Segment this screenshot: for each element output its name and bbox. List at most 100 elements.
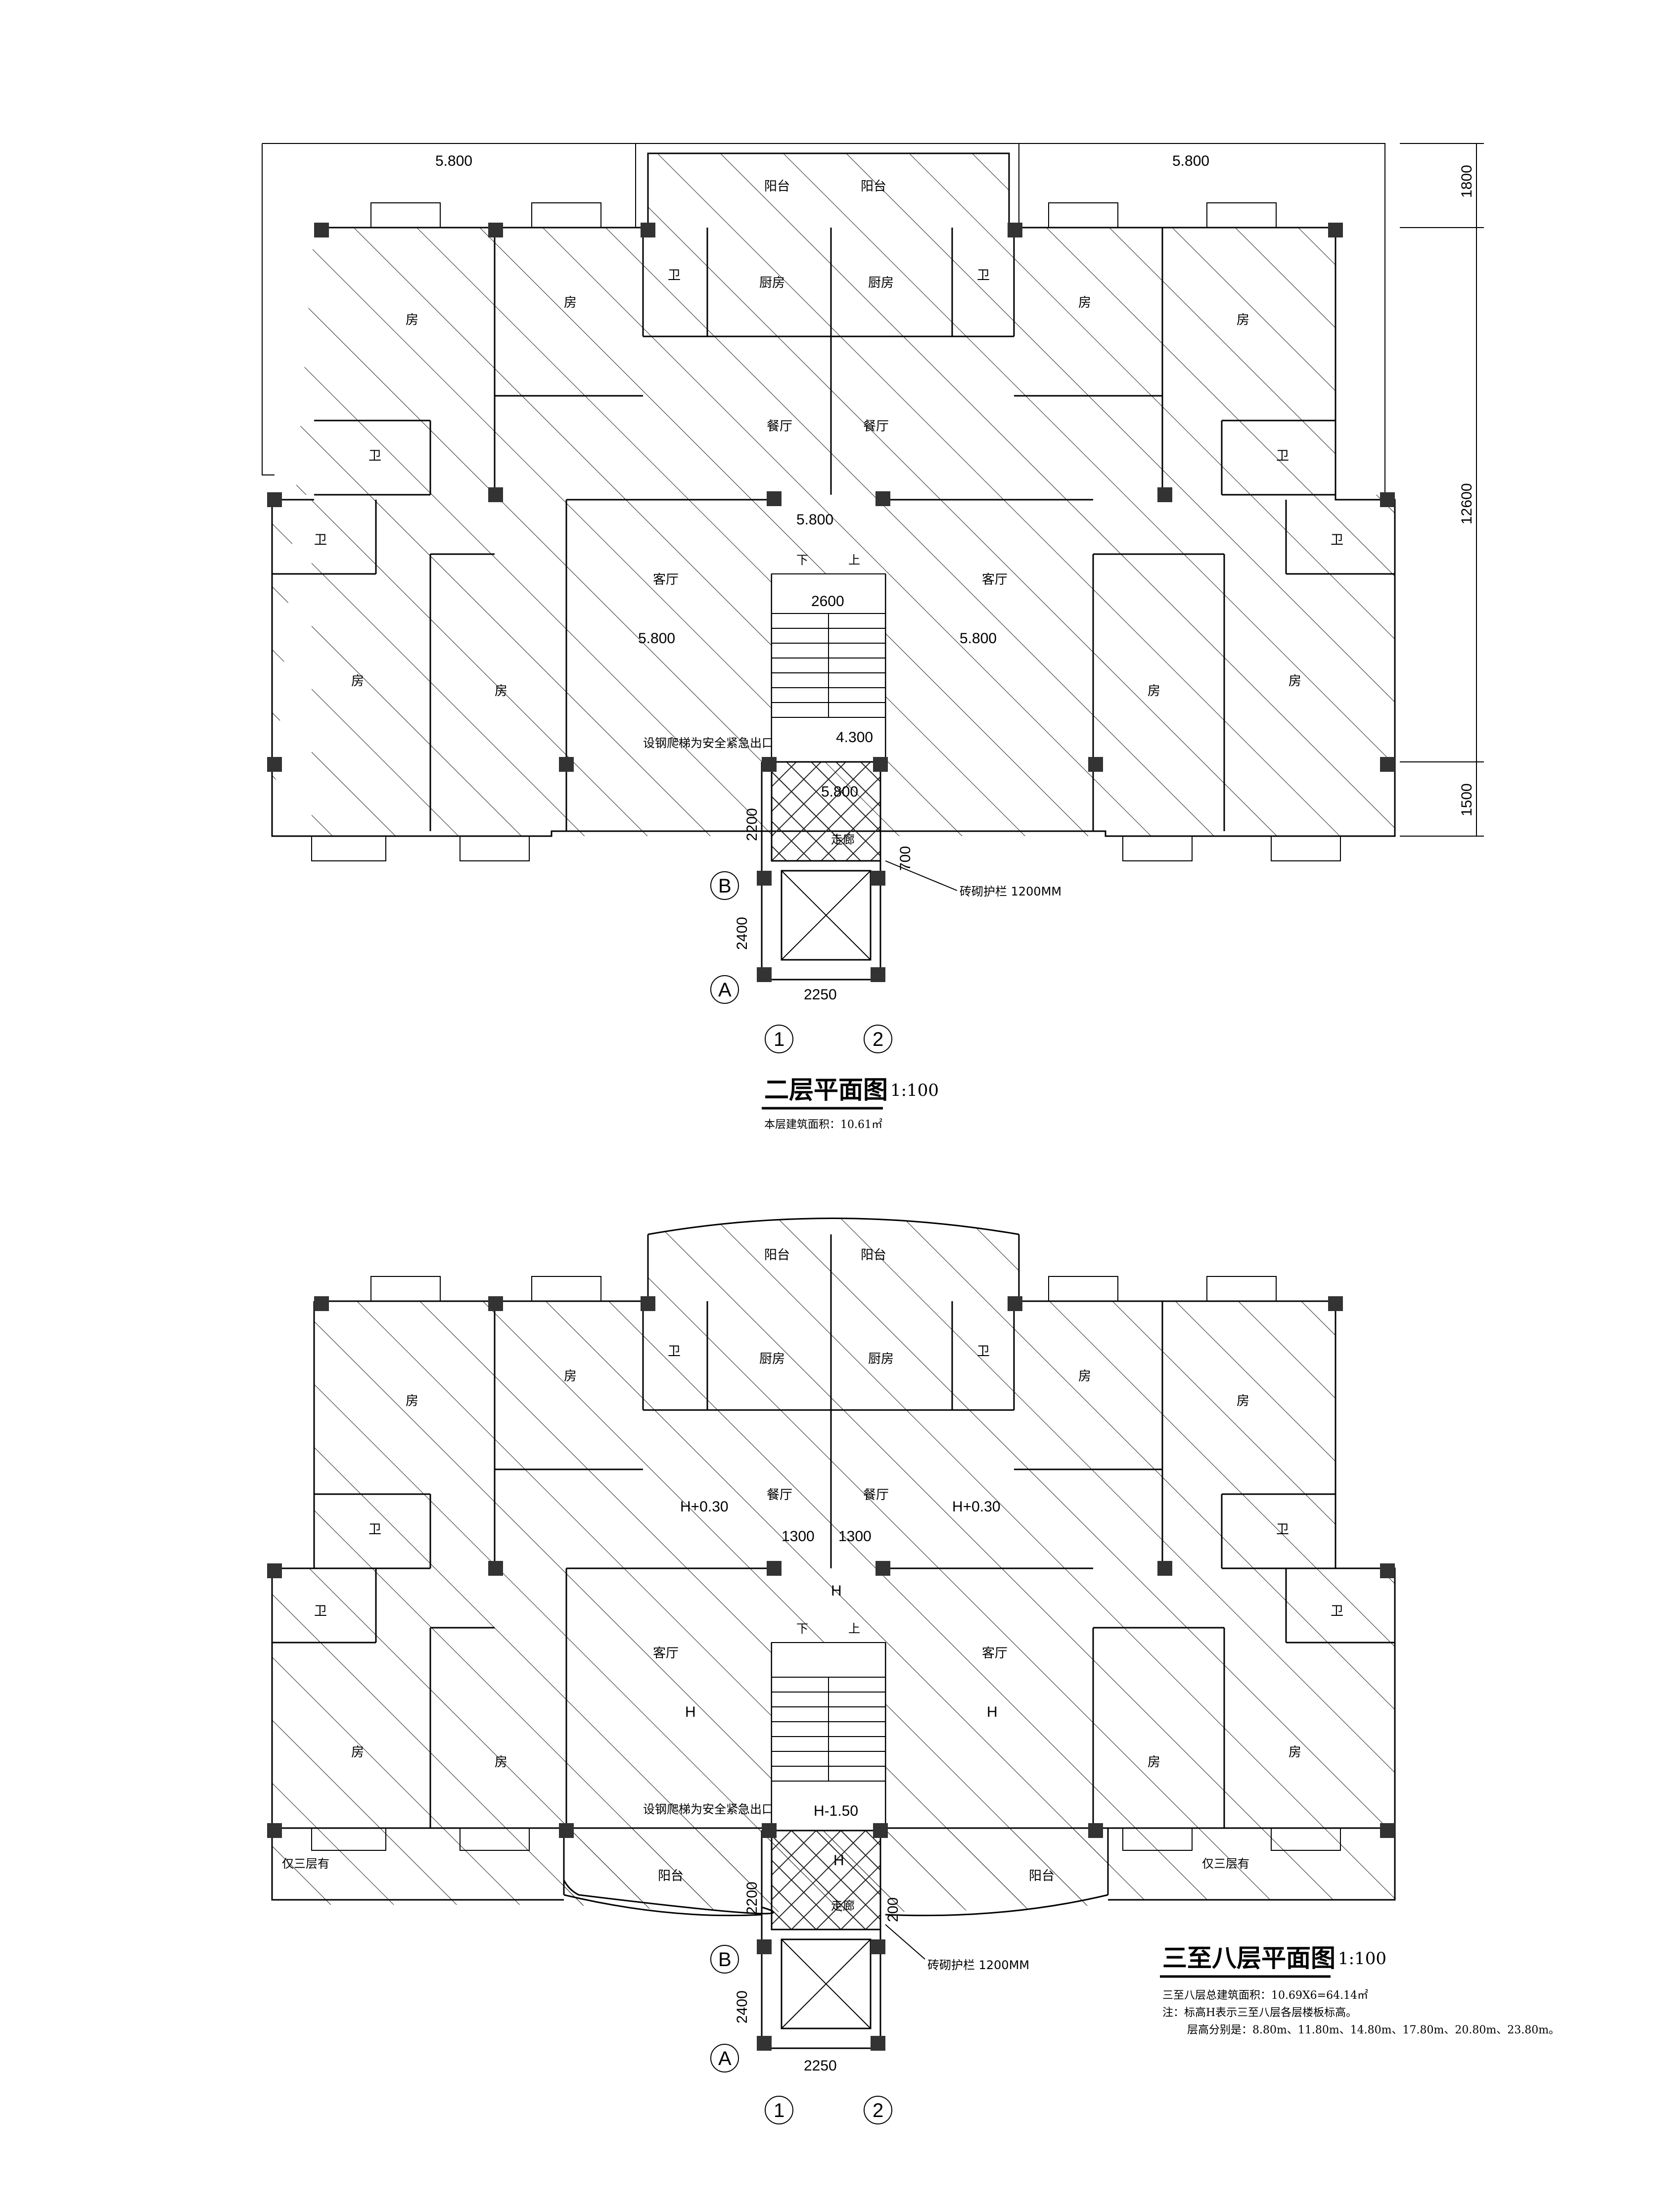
outer-wall: [314, 1234, 649, 1302]
room-bath: 卫: [668, 1344, 681, 1359]
plan-scale: 1:100: [890, 1081, 939, 1100]
room-kitchen: 厨房: [759, 1352, 785, 1366]
dim-1300: 1300: [782, 1528, 815, 1545]
dim-2400: 2400: [734, 1990, 750, 2024]
balcony-arc-bottom-r: [885, 1894, 1108, 1917]
elev-label: H-1.50: [814, 1803, 858, 1819]
room-bedroom: 房: [1078, 295, 1091, 310]
room-bedroom: 房: [1237, 1394, 1249, 1409]
room-balcony: 阳台: [1029, 1869, 1055, 1883]
outer-wall: [271, 152, 1396, 837]
axis-bubble-1: [765, 2096, 793, 2124]
plan-second-floor: 1800 12600 1500 5.800 5.800 5.800 5.800 …: [262, 143, 1484, 1131]
room-bath: 卫: [368, 1522, 381, 1537]
stair: [771, 573, 886, 762]
elevator-car: [781, 870, 872, 961]
room-kitchen: 厨房: [759, 276, 785, 290]
elev-label: H: [987, 1704, 998, 1720]
room-dining: 餐厅: [767, 419, 792, 434]
room-bath: 卫: [314, 1604, 327, 1619]
room-balcony: 阳台: [861, 179, 886, 194]
balcony-arc-bottom-l: [563, 1894, 762, 1917]
axis-bubble-2: [864, 2096, 892, 2124]
room-bath: 卫: [314, 533, 327, 548]
balcony-hatch: [648, 153, 1009, 228]
dim-1800: 1800: [1459, 165, 1475, 198]
room-bedroom: 房: [495, 1755, 507, 1770]
note-line-1: 注：标高H表示三至八层各层楼板标高。: [1162, 2007, 1357, 2019]
room-kitchen: 厨房: [868, 1352, 894, 1366]
room-bath: 卫: [1331, 1604, 1343, 1619]
axis-bubble-1: [765, 1025, 793, 1053]
interior-walls: [272, 228, 1395, 831]
balcony-hatch: [648, 1218, 1019, 1301]
room-balcony: 阳台: [658, 1869, 684, 1883]
stair-up: 上: [848, 1622, 860, 1636]
elev-label: H+0.30: [680, 1499, 729, 1515]
room-bath: 卫: [668, 268, 681, 283]
area-note: 本层建筑面积：10.61㎡: [764, 1118, 882, 1131]
room-bath: 卫: [1276, 449, 1289, 464]
room-living: 客厅: [982, 1646, 1008, 1661]
axis-label: 1: [774, 2100, 784, 2121]
dim-2200: 2200: [744, 1882, 760, 1915]
elev-label: 4.300: [836, 729, 873, 746]
elev-label: 5.800: [638, 630, 675, 647]
columns: [267, 223, 1395, 982]
elev-label: 5.800: [435, 153, 472, 169]
ladder-note: 设钢爬梯为安全紧急出口: [643, 1802, 774, 1816]
axis-bubble-b: [710, 1945, 739, 1974]
elev-label: H+0.30: [952, 1499, 1001, 1515]
room-living: 客厅: [653, 1646, 679, 1661]
dim-stair: 2600: [811, 593, 844, 610]
room-bedroom: 房: [495, 684, 507, 699]
room-bath: 卫: [1331, 533, 1343, 548]
axis-label: B: [718, 875, 732, 897]
only-third-floor-note: 仅三层有: [282, 1857, 329, 1871]
area-note: 三至八层总建筑面积：10.69X6=64.14㎡: [1162, 1989, 1368, 2002]
room-corridor: 走廊: [831, 833, 855, 847]
room-dining: 餐厅: [863, 1488, 889, 1503]
room-bedroom: 房: [564, 1369, 577, 1384]
stair-down: 下: [796, 553, 808, 567]
elev-label: 5.800: [1172, 153, 1209, 169]
axis-label: 1: [774, 1029, 784, 1050]
dim-12600: 12600: [1459, 483, 1475, 524]
room-bedroom: 房: [1148, 1755, 1160, 1770]
elev-label: H: [685, 1704, 696, 1720]
floor-hatch: [272, 1301, 1395, 1905]
stair-down: 下: [796, 1622, 808, 1636]
axis-bubble-2: [864, 1025, 892, 1053]
axis-bubble-b: [710, 871, 739, 900]
axis-bubble-a: [710, 2044, 739, 2072]
room-bedroom: 房: [1078, 1369, 1091, 1384]
axis-label: A: [718, 2048, 732, 2070]
dim-1300: 1300: [838, 1528, 872, 1545]
axis-label: 2: [873, 2100, 883, 2121]
room-balcony: 阳台: [764, 179, 790, 194]
elev-label: 5.800: [960, 630, 997, 647]
corridor-hatch: [771, 761, 881, 862]
room-bedroom: 房: [1148, 684, 1160, 699]
dim-200: 200: [885, 1897, 901, 1922]
plan-typical-floor: H+0.30 H+0.30 H H H H-1.50 H 1300 1300 2…: [267, 1218, 1560, 2124]
room-corridor: 走廊: [831, 1899, 855, 1913]
axis-label: A: [718, 979, 732, 1001]
room-bedroom: 房: [564, 295, 577, 310]
note-line-2: 层高分别是：8.80m、11.80m、14.80m、17.80m、20.80m、…: [1187, 2024, 1560, 2036]
floor-hatch: [272, 228, 1395, 836]
rail-note: 砖砌护栏 1200MM: [927, 1958, 1029, 1972]
room-bath: 卫: [977, 1344, 990, 1359]
room-dining: 餐厅: [863, 419, 889, 434]
dim-2400: 2400: [734, 917, 750, 950]
outline-left: [262, 143, 275, 475]
balcony-arc-top: [647, 1218, 1019, 1235]
stair-up: 上: [848, 553, 860, 567]
room-bedroom: 房: [1289, 674, 1301, 689]
outline-top: [262, 143, 1385, 495]
dim-2200: 2200: [744, 808, 760, 841]
room-bedroom: 房: [1289, 1745, 1301, 1760]
room-bedroom: 房: [1237, 313, 1249, 328]
room-bedroom: 房: [406, 1394, 418, 1409]
rail-note: 砖砌护栏 1200MM: [960, 885, 1061, 898]
